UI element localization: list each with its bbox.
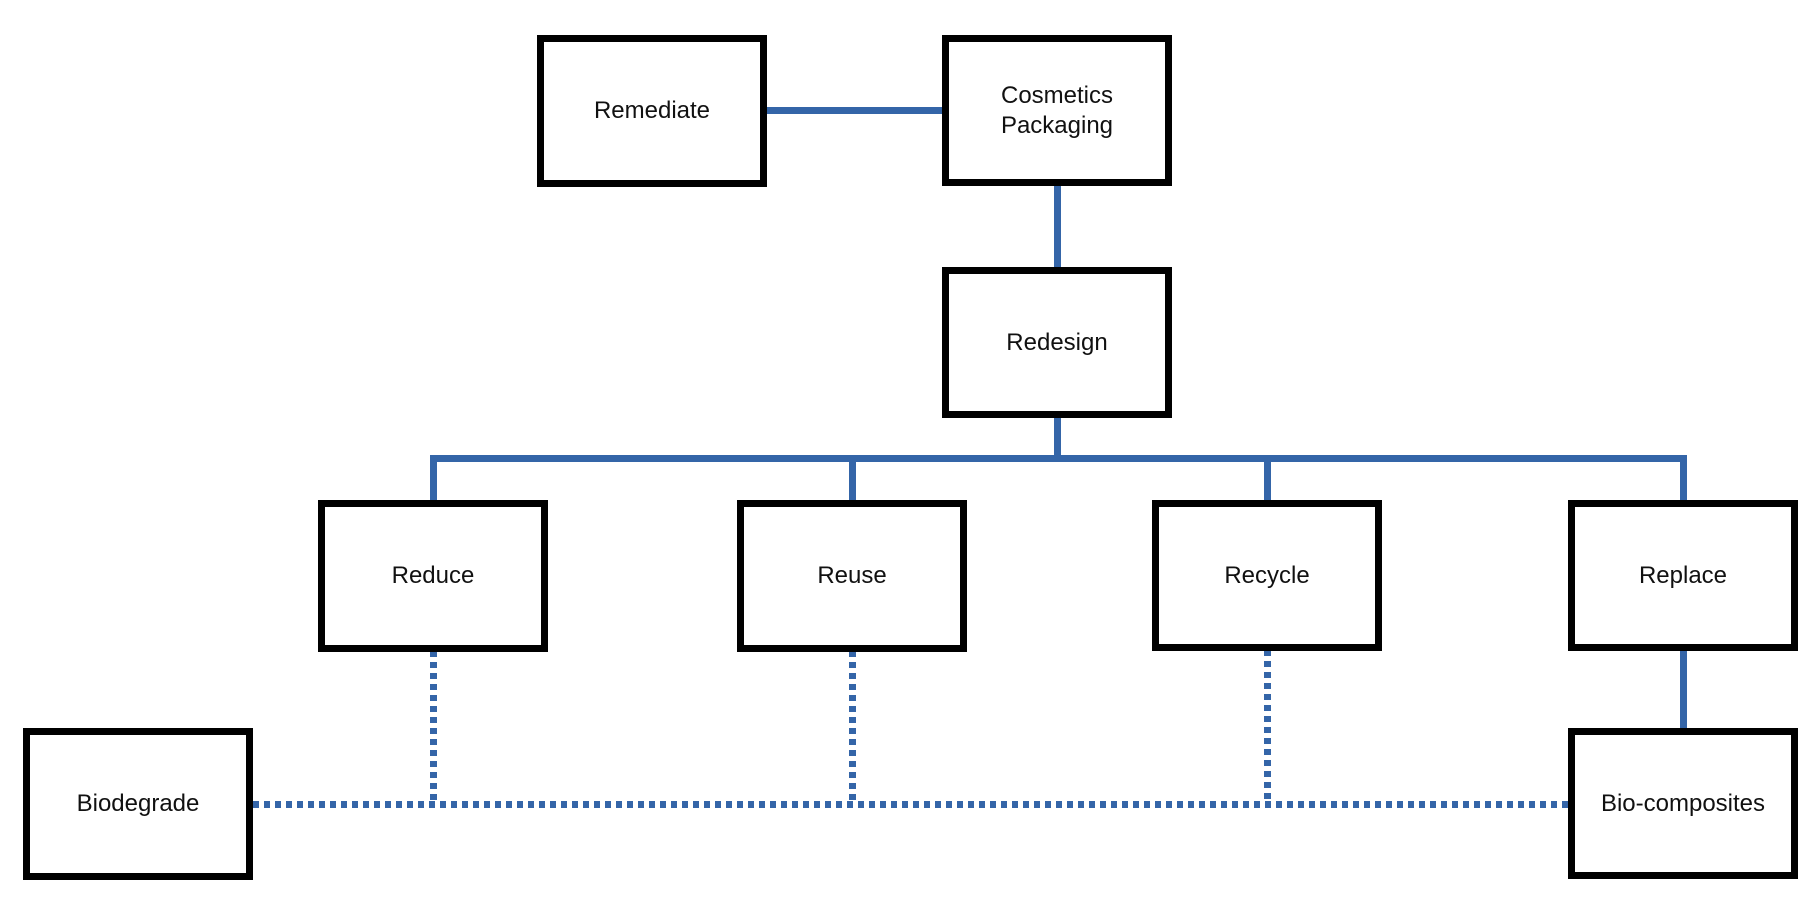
node-redesign: Redesign: [942, 267, 1172, 418]
edge-branch-to-reduce: [430, 455, 437, 502]
node-bio-composites: Bio-composites: [1568, 728, 1798, 879]
edge-redesign-branch-stem: [1054, 416, 1061, 458]
edge-dotted-reduce-bus: [430, 651, 437, 804]
edge-branch-bus: [430, 455, 1687, 462]
edge-cosmetics-redesign: [1054, 184, 1061, 269]
edge-dotted-biodegrade-biocomposites: [253, 801, 1568, 808]
edge-branch-to-reuse: [849, 458, 856, 502]
edge-dotted-reuse-bus: [849, 651, 856, 804]
node-reuse: Reuse: [737, 500, 967, 652]
node-biodegrade: Biodegrade: [23, 728, 253, 880]
edge-dotted-recycle-bus: [1264, 650, 1271, 804]
edge-remediate-cosmetics: [765, 107, 944, 114]
node-recycle: Recycle: [1152, 500, 1382, 651]
node-replace: Replace: [1568, 500, 1798, 651]
edge-branch-to-recycle: [1264, 458, 1271, 502]
edge-replace-biocomposites: [1680, 649, 1687, 730]
node-cosmetics-packaging: Cosmetics Packaging: [942, 35, 1172, 186]
edge-branch-to-replace: [1680, 455, 1687, 502]
node-reduce: Reduce: [318, 500, 548, 652]
node-remediate: Remediate: [537, 35, 767, 187]
